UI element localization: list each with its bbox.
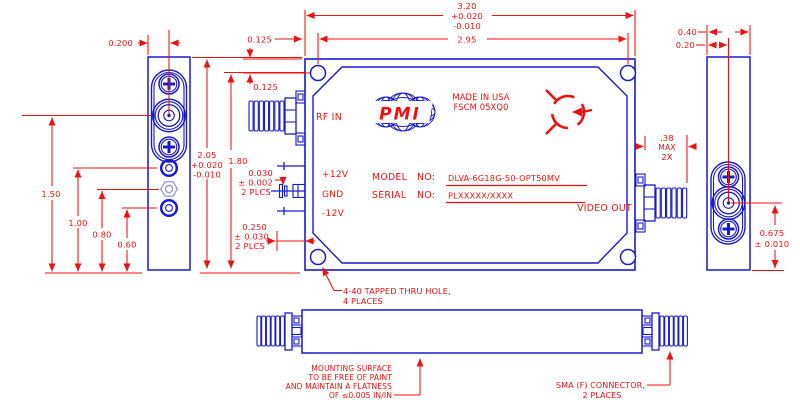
pmi-logo-text: PMI <box>379 105 421 125</box>
sma-connector-side-icon <box>641 312 688 351</box>
gnd-label: GND <box>322 190 344 200</box>
dim-video-h: 0.675 <box>760 228 785 238</box>
sma-connector-side-icon <box>256 312 303 351</box>
dim-hole-off-top: 0.125 <box>247 35 272 45</box>
dim-overall-h-plus: +0.020 <box>191 160 223 170</box>
model-number-value: DLVA-6G18G-50-OPT50MV <box>448 173 560 183</box>
rf-in-sma-connector-icon <box>248 90 306 146</box>
plus12v-label: +12V <box>322 170 349 180</box>
mounting-hole-icon <box>309 248 327 266</box>
top-dimensions: 3.20 +0.020 -0.010 2.95 0.125 0.125 <box>243 1 636 92</box>
feedthru-pin-icon <box>159 158 179 178</box>
dim-pin-len-tol: ± 0.030 <box>234 232 269 242</box>
height-dimensions: 2.05 +0.020 -0.010 1.80 <box>191 56 311 274</box>
feedthru-pin-icon <box>159 198 179 218</box>
dim-hole-span-v: 1.80 <box>228 156 247 166</box>
serial-number-value: PLXXXXX/XXXX <box>448 191 513 201</box>
note-mount-line3: AND MAINTAIN A FLATNESS <box>286 382 393 391</box>
serial-label: SERIAL <box>372 190 407 201</box>
pmi-logo: PMI <box>367 92 436 132</box>
note-mount-line1: MOUNTING SURFACE <box>311 364 392 373</box>
dim-overall-h-minus: -0.010 <box>193 170 221 180</box>
dim-pin-h3: 0.60 <box>117 240 136 250</box>
rf-in-label: RF IN <box>316 112 342 123</box>
dim-pin-len-places: 2 PLCS <box>235 241 265 251</box>
dim-overall-w-plus: +0.020 <box>451 11 483 21</box>
dim-pin-h2: 0.80 <box>92 230 111 240</box>
front-view: PMI RF IN MADE IN USA FSCM 05XQ0 +12V GN… <box>248 58 688 271</box>
note-mount-line4: OF ≤0.005 IN/IN <box>329 391 392 400</box>
dim-overall-w-minus: -0.010 <box>453 21 481 31</box>
mounting-hole-icon <box>619 64 637 82</box>
dim-pin-dia-tol: ± 0.002 <box>238 178 273 188</box>
dim-right-c: 0.20 <box>676 40 695 50</box>
note-sma-line2: 2 PLACES <box>583 391 622 400</box>
dim-pin-len: 0.250 <box>242 222 267 232</box>
dim-overall-w: 3.20 <box>457 1 476 11</box>
left-dimensions: 0.200 1.50 1.00 0.80 0.60 <box>22 30 180 274</box>
screw-icon <box>717 218 740 240</box>
dim-overall-h: 2.05 <box>197 150 216 160</box>
dim-left-offset: 0.200 <box>108 38 133 48</box>
note-mount-line2: TO BE FREE OF PAINT <box>307 373 392 382</box>
model-no-label: NO: <box>417 172 435 183</box>
screw-icon <box>158 136 180 158</box>
dim-protrusion: .38 <box>660 133 674 143</box>
dim-hole-span-h: 2.95 <box>457 35 476 45</box>
dim-rf-height: 1.50 <box>41 189 60 199</box>
model-label: MODEL <box>372 172 408 183</box>
video-out-sma-connector-icon <box>635 173 688 233</box>
note-sma-line1: SMA (F) CONNECTOR, <box>556 381 645 390</box>
power-feedthru-pins-icon <box>271 162 306 215</box>
dim-protrusion-2x: 2X <box>661 152 672 162</box>
note-tapped-line2: 4 PLACES <box>343 296 383 306</box>
bottom-view <box>256 309 688 354</box>
dim-right-w: 0.40 <box>678 27 697 37</box>
dim-pin-dia-places: 2 PLCS <box>241 187 271 197</box>
fscm-label: FSCM 05XQ0 <box>453 102 508 112</box>
mounting-hole-icon <box>309 64 327 82</box>
dim-protrusion-max: MAX <box>658 143 676 152</box>
dim-pin-h1: 1.00 <box>68 218 87 228</box>
serial-no-label: NO: <box>417 190 435 201</box>
made-in-usa-label: MADE IN USA <box>452 92 509 102</box>
right-dimensions: 0.40 0.20 .38 MAX 2X 0.675 ± 0.010 <box>635 25 794 272</box>
dim-hole-off-side: 0.125 <box>253 82 278 92</box>
right-end-view <box>706 56 751 271</box>
video-out-label: VIDEO OUT <box>577 203 632 214</box>
dim-video-h-tol: ± 0.010 <box>755 239 790 249</box>
pin-callouts: 0.030 ± 0.002 2 PLCS 0.250 ± 0.030 2 PLC… <box>234 168 315 251</box>
note-tapped-line1: 4-40 TAPPED THRU HOLE, <box>343 286 451 296</box>
minus12v-label: -12V <box>322 209 345 219</box>
hex-nut-icon <box>160 181 178 197</box>
notes: 4-40 TAPPED THRU HOLE, 4 PLACES MOUNTING… <box>286 267 674 400</box>
dim-pin-dia: 0.030 <box>248 168 273 178</box>
mounting-hole-icon <box>619 248 637 266</box>
